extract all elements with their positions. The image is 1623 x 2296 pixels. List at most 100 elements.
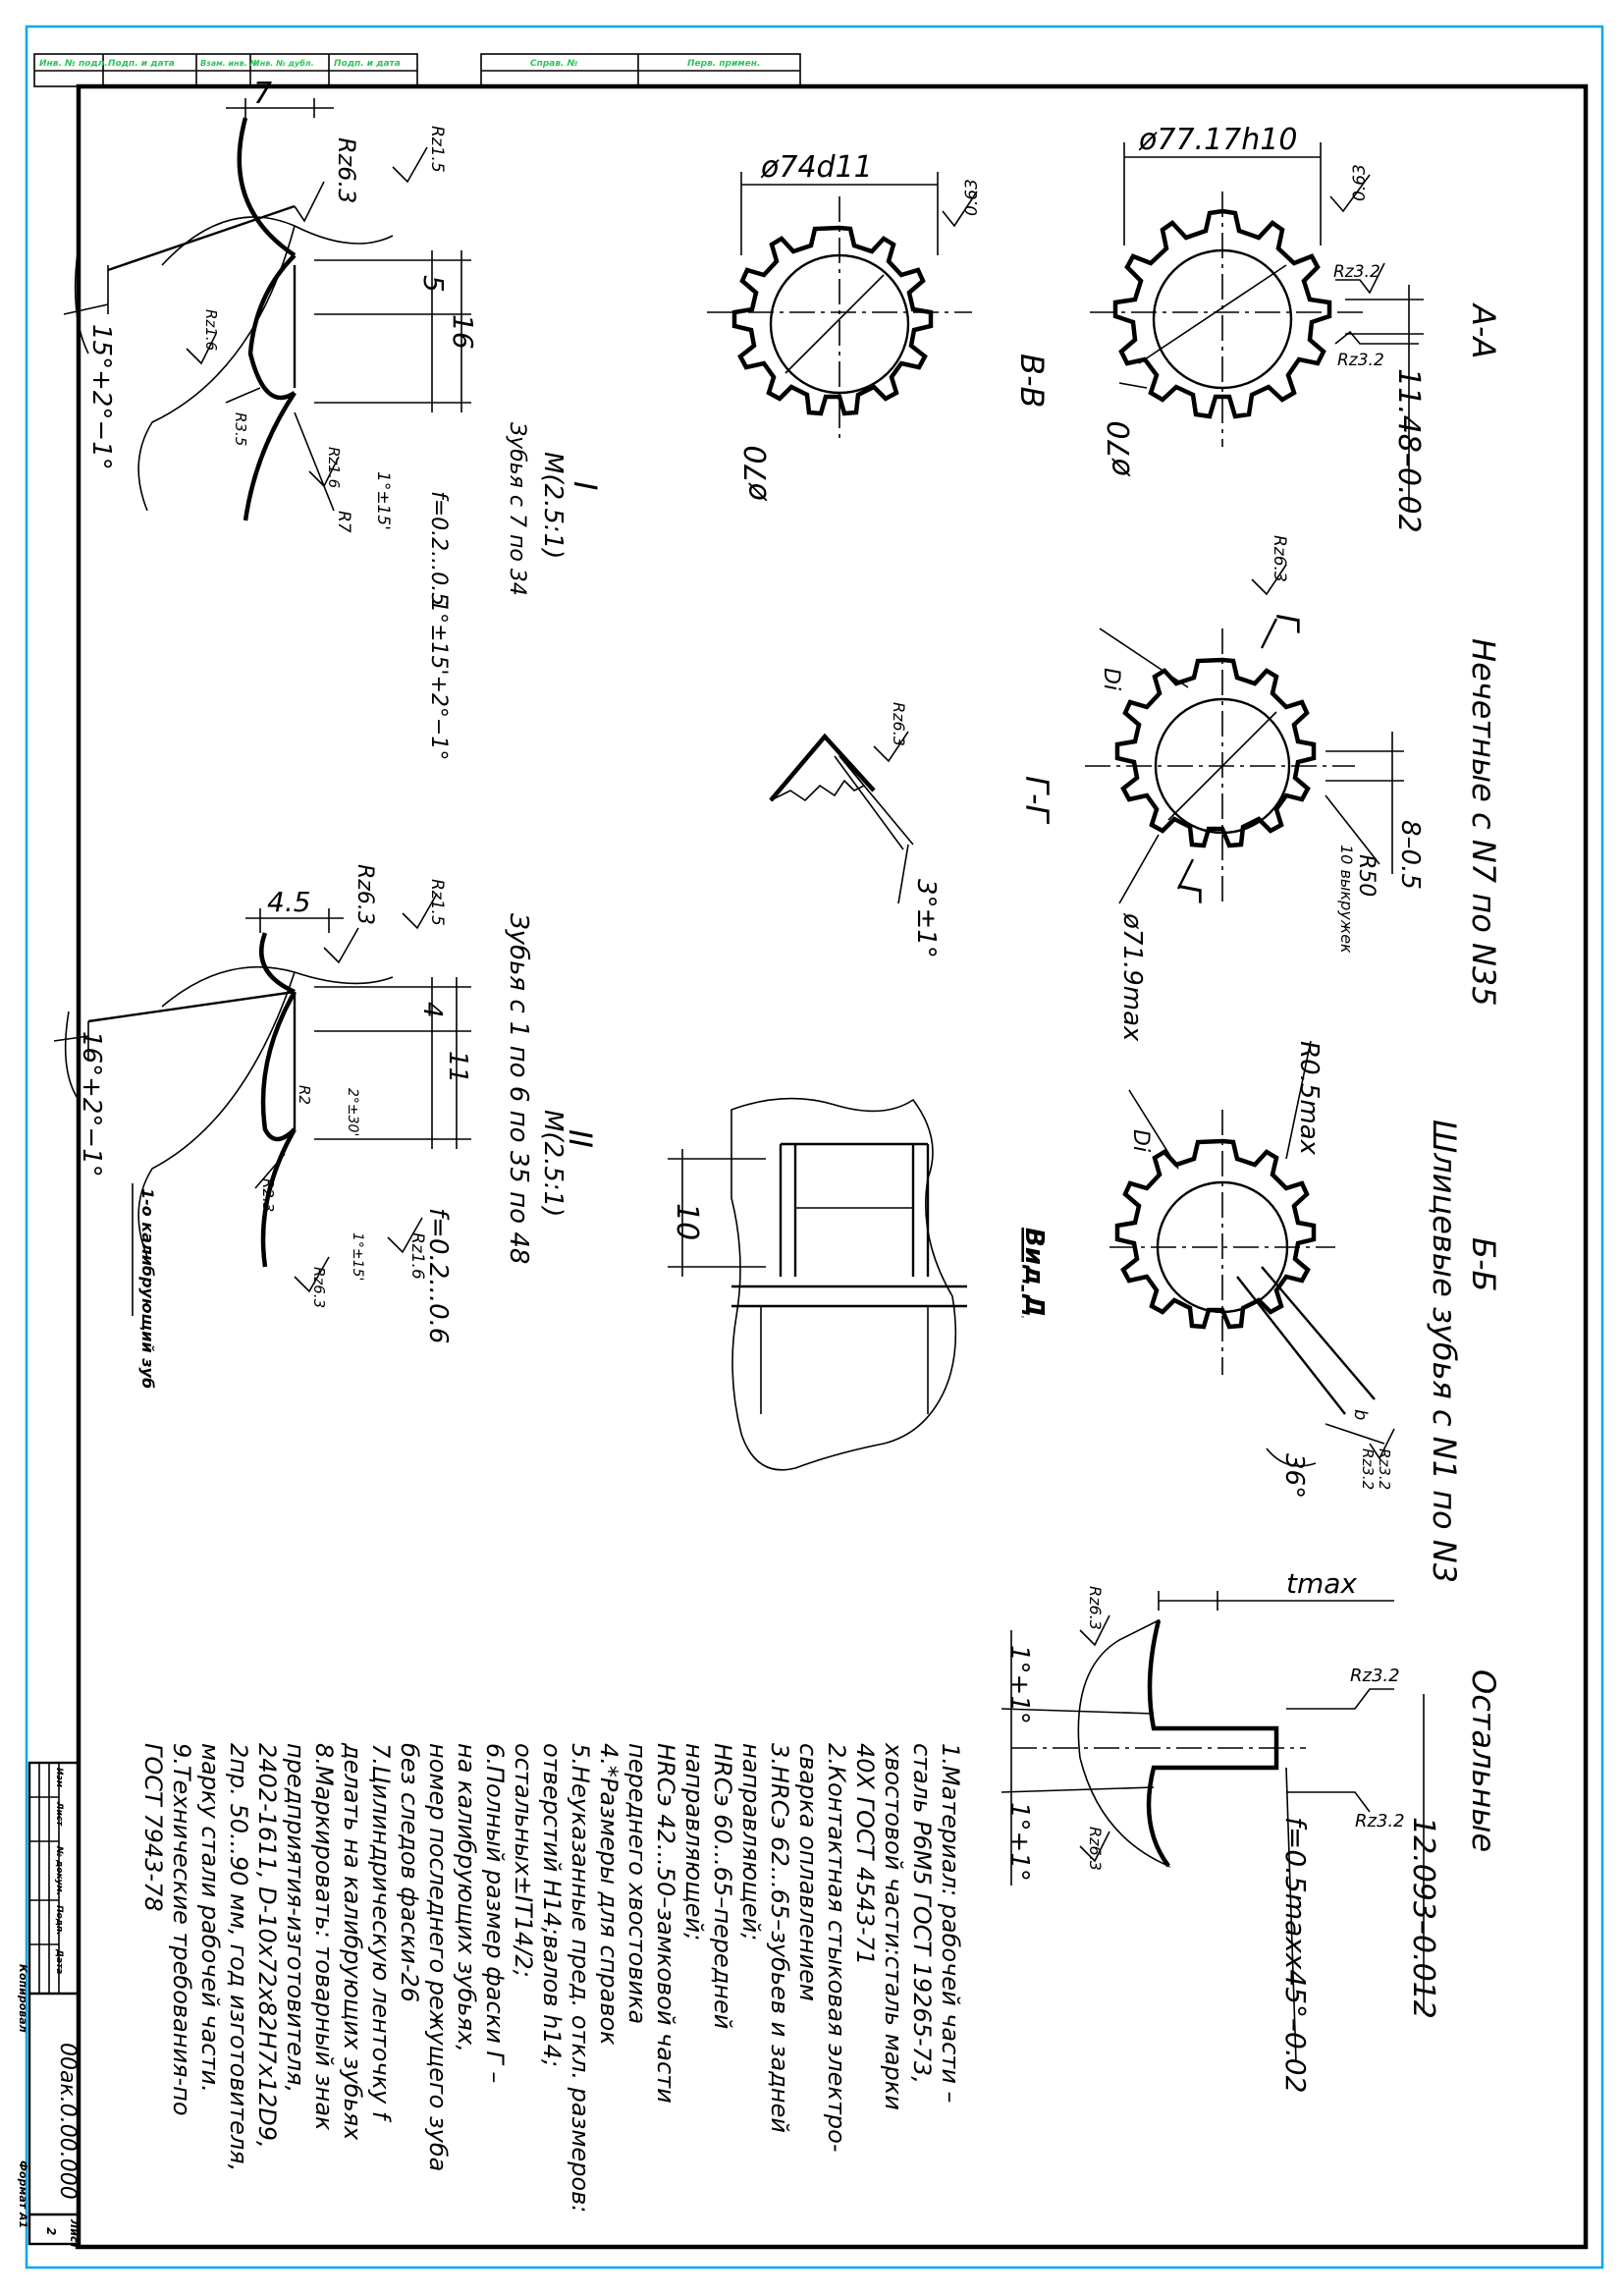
d1-title: I — [567, 481, 604, 490]
gg-title: Г-Г — [1018, 776, 1055, 824]
note-line: 4.*Размеры для справок — [595, 1743, 622, 2046]
rest-tmax: tmax — [1286, 1567, 1357, 1600]
rest-rough-top: Rz3.2 — [1350, 1666, 1400, 1686]
bb-angle: 36° — [1279, 1453, 1309, 1499]
bb-odd-dim-width: 8–0.5 — [1395, 820, 1425, 890]
vv-dim-outer: ø74d11 — [760, 150, 873, 185]
note-line: марку стали рабочей части. — [196, 1743, 224, 2093]
stamp-field-3: Взам. инв. № — [200, 59, 260, 68]
bb-di: Di — [1128, 1129, 1153, 1152]
tb-copied: Копировал — [17, 1964, 29, 2033]
tb-format: Формат А1 — [17, 2160, 29, 2228]
note-line: 8.Маркировать: товарный знак — [310, 1743, 338, 2131]
bb-rough2: Rz3.2 — [1359, 1449, 1377, 1490]
aa-rough-side1: Rz3.2 — [1333, 262, 1380, 282]
note-line: без следов фаски-26 — [396, 1743, 423, 2002]
note-line: 2402-1611, D-10x72x82H7x12D9, — [253, 1743, 281, 2149]
rest-rough-l: Rz6.3 — [1086, 1586, 1105, 1630]
vid-d-title: Вид Д — [1019, 1228, 1049, 1317]
bb-odd-di: Di — [1099, 668, 1123, 690]
detail-2: 4.5 Rz6.3 Rz1.5 4 11 R2 2°±30' R2.3 Rz1.… — [53, 864, 599, 1389]
note-line: HRCэ 42...50–замковой части — [652, 1743, 679, 2104]
d1-ang2: 1°±15'+2°−1° — [426, 599, 451, 760]
d1-r7: R7 — [334, 511, 353, 533]
section-gg: Rz6.3 3°±1° Г-Г — [769, 702, 1055, 958]
note-line: остальных±IT14/2; — [510, 1743, 537, 1978]
bb-odd-notches: 10 выкружек — [1337, 845, 1356, 954]
note-line: сварка оплавлением — [794, 1743, 822, 2001]
bb-title: Б-Б — [1465, 1237, 1502, 1291]
tb-sheet-label: Лист — [68, 2218, 81, 2249]
note-line: направляющей; — [680, 1743, 708, 1941]
detail-1: 7 Rz6.3 Rz1.5 5 16 Rz1.6 Rz1.6 R3.5 R7 1… — [63, 77, 604, 760]
d2-angle: 16°+2°−1° — [77, 1031, 106, 1177]
bb-odd-sect-bot: Г — [1170, 884, 1208, 903]
view-vv: ø74d11 ø70 0.63 В-В — [707, 150, 1051, 502]
vid-d-dim: 10 — [670, 1203, 704, 1240]
tb-sheet-no: 2 — [44, 2227, 58, 2235]
d2-a2: 2°±30' — [345, 1088, 360, 1136]
d1-dim-7: 7 — [253, 77, 272, 111]
bb-odd-radius: R50 — [1354, 854, 1379, 897]
note-line: предприятия-изготовителя, — [282, 1743, 309, 2093]
tb-col-4: Подп. — [54, 1905, 64, 1936]
outer-frame — [25, 25, 1604, 2269]
rest-angle2: 1°+1° — [1004, 1802, 1034, 1882]
d1-angle: 15°+2°−1° — [86, 324, 116, 470]
aa-rough-side2: Rz3.2 — [1337, 351, 1384, 370]
note-line: ГОСТ 7943-78 — [139, 1743, 167, 1912]
rest-dim-len: 12.093–0.012 — [1406, 1817, 1440, 2019]
d1-rz15: Rz1.5 — [427, 126, 447, 173]
note-line: 7.Цилиндрическую ленточку f — [367, 1743, 395, 2123]
bb-radius: R0.5max — [1294, 1041, 1324, 1156]
d2-dim-11: 11 — [443, 1051, 472, 1083]
d1-note-f: f=0.2...0.5 — [426, 491, 451, 606]
note-line: 6.Полный размер фаски Г – — [481, 1743, 509, 2083]
aa-rough-outer: 0.63 — [1350, 164, 1370, 201]
d2-r23: R2.3 — [259, 1178, 277, 1212]
vv-dim-inner: ø70 — [739, 445, 774, 502]
note-line: сталь Р6М5 ГОСТ 19265-73, — [908, 1743, 936, 2084]
aa-dim-outer: ø77.17h10 — [1138, 123, 1297, 157]
note-line: направляющей; — [737, 1743, 765, 1941]
d1-rz16b: Rz1.6 — [325, 447, 343, 488]
d1-dim-5: 5 — [417, 275, 450, 293]
view-aa: ø77.17h10 ø70 0.63 Rz3.2 Rz3.2 11.48–0.0… — [1090, 123, 1502, 533]
stamp-field-2: Подп. и дата — [108, 59, 175, 69]
d2-rz16: Rz1.6 — [407, 1232, 427, 1280]
d2-note-f: f=0.2...0.6 — [423, 1208, 453, 1343]
rest-rough-l2: Rz6.3 — [1086, 1827, 1105, 1871]
note-line: 9.Технические требования-по — [168, 1743, 195, 2116]
note-line: отверстий H14;валов h14; — [538, 1743, 566, 2067]
note-line: 2пр. 50...90 мм, год изготовителя, — [225, 1743, 252, 2171]
d1-scale: М(2.5:1) — [538, 452, 568, 559]
note-line: HRCэ 60...65–передней — [709, 1743, 736, 2029]
aa-dim-width: 11.48–0.02 — [1391, 368, 1426, 533]
d2-r2: R2 — [296, 1085, 313, 1105]
bb-odd-sect-top: Г — [1269, 614, 1306, 633]
d1-caption: Зубья с 7 по 34 — [505, 422, 529, 596]
d1-dim-16: 16 — [447, 314, 479, 350]
note-line: хвостовой части:сталь марки — [880, 1742, 907, 2110]
d2-a1: 1°±15' — [350, 1232, 365, 1281]
tb-designation: 00ак.0.00.000 — [55, 2043, 80, 2200]
rest-caption: Остальные — [1465, 1669, 1502, 1852]
gg-angle: 3°±1° — [911, 879, 941, 958]
section-bb-odd: Di Rz6.3 Г Г 8–0.5 R50 10 выкружек ø71.9… — [1085, 535, 1502, 1042]
note-line: номер последнего режущего зуба — [424, 1743, 452, 2171]
aa-dim-inner: ø70 — [1103, 420, 1137, 477]
d1-rz16: Rz1.6 — [202, 309, 220, 351]
tb-col-2: Лист — [54, 1801, 64, 1827]
note-line: на калибрующих зубьях, — [453, 1743, 480, 2052]
gg-rough: Rz6.3 — [890, 702, 908, 746]
rest-angle1: 1°+1° — [1004, 1645, 1034, 1724]
bb-caption: Шлицевые зубья с N1 по N3 — [1426, 1120, 1463, 1583]
note-line: 1.Материал: рабочей части – — [937, 1743, 964, 2104]
title-block: Изм Лист № докум. Подп. Дата 00ак.0.00.0… — [17, 1761, 81, 2249]
note-line: делать на калибрующих зубьях — [339, 1742, 366, 2141]
note-line: 2.Контактная стыковая электро- — [823, 1743, 850, 2153]
note-line: 40Х ГОСТ 4543-71 — [851, 1743, 879, 1965]
view-d: 10 Вид Д — [668, 1097, 1049, 1471]
top-stamp-table: Инв. № подл. Подп. и дата Взам. инв. № И… — [33, 53, 801, 87]
